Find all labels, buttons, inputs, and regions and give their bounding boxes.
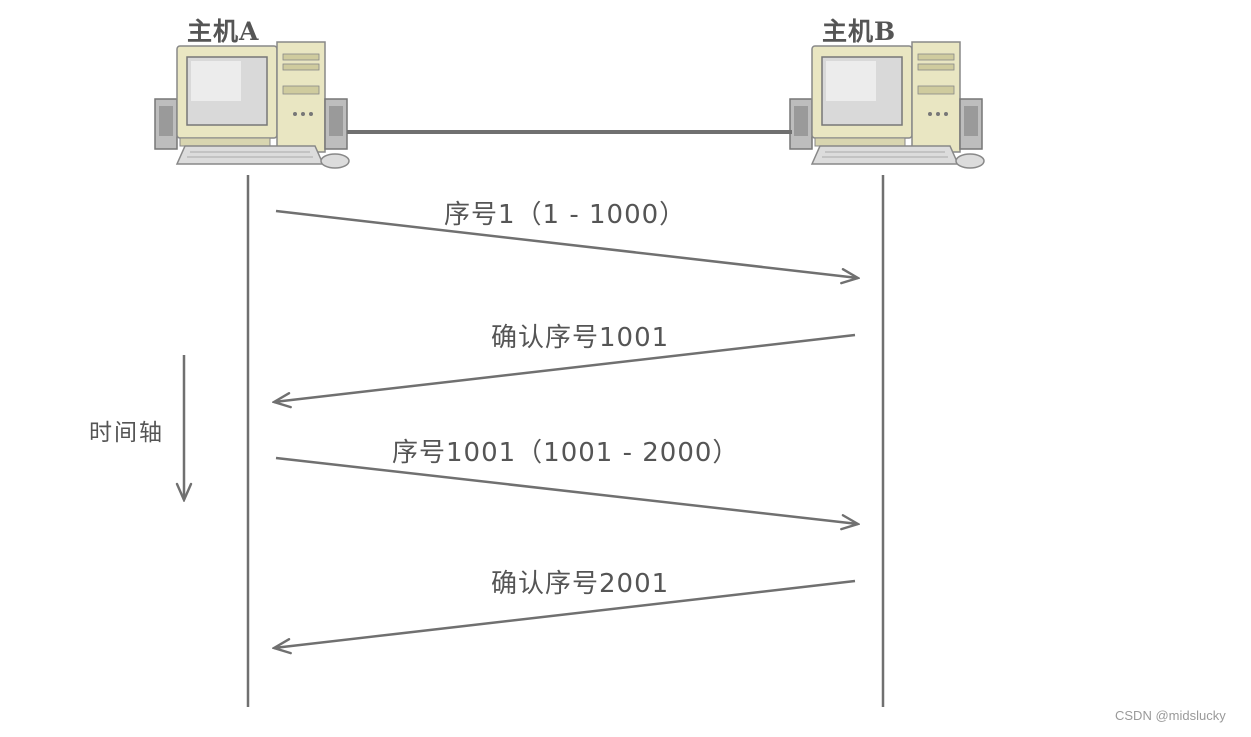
message-arrow-4 <box>274 579 856 648</box>
host-a-label: 主机A <box>187 17 260 46</box>
computer-a-icon <box>154 41 350 169</box>
watermark: CSDN @midslucky <box>1115 708 1226 723</box>
message-label-3: 序号1001（1001 - 2000） <box>392 438 740 468</box>
computer-b-icon <box>789 41 985 169</box>
message-arrow-3 <box>275 456 858 524</box>
host-b-label: 主机B <box>822 17 897 46</box>
message-arrow-2 <box>274 333 856 402</box>
message-arrow-1 <box>275 209 858 278</box>
message-label-1: 序号1（1 - 1000） <box>444 200 687 230</box>
message-label-4: 确认序号2001 <box>491 569 670 599</box>
message-label-2: 确认序号1001 <box>491 323 670 353</box>
time-axis-label: 时间轴 <box>89 420 164 446</box>
